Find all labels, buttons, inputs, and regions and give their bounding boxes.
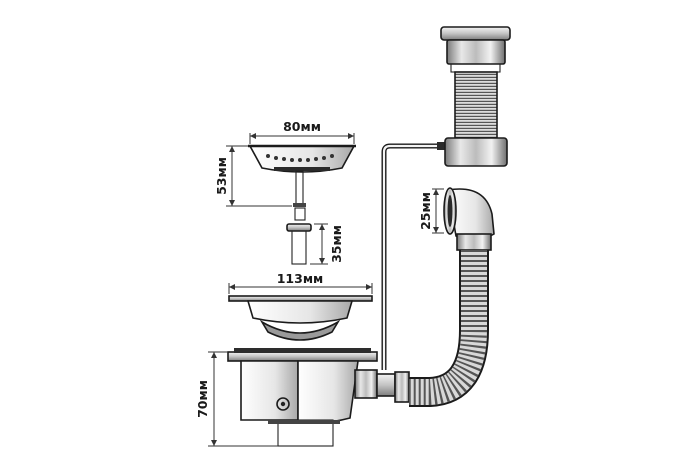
sink-flange (228, 295, 373, 341)
label-flange-width: 113мм (277, 271, 324, 286)
dim-strainer-height: 53мм (214, 145, 292, 207)
dim-overflow-diameter: 25мм (418, 188, 444, 234)
dim-screw-length: 35мм (310, 223, 344, 265)
overflow-elbow (443, 187, 495, 251)
label-overflow-diameter: 25мм (418, 192, 433, 230)
dim-strainer-width: 80мм (249, 119, 355, 144)
overflow-head (440, 26, 511, 167)
strainer-basket (248, 144, 356, 221)
dim-body-height: 70мм (195, 351, 278, 447)
corrugated-hose (409, 250, 489, 407)
dim-flange-width: 113мм (228, 271, 373, 294)
label-strainer-height: 53мм (214, 157, 229, 195)
label-screw-length: 35мм (329, 225, 344, 263)
connecting-screw (286, 223, 312, 265)
label-strainer-width: 80мм (283, 119, 321, 134)
label-body-height: 70мм (195, 380, 210, 418)
overflow-tube (381, 142, 445, 370)
